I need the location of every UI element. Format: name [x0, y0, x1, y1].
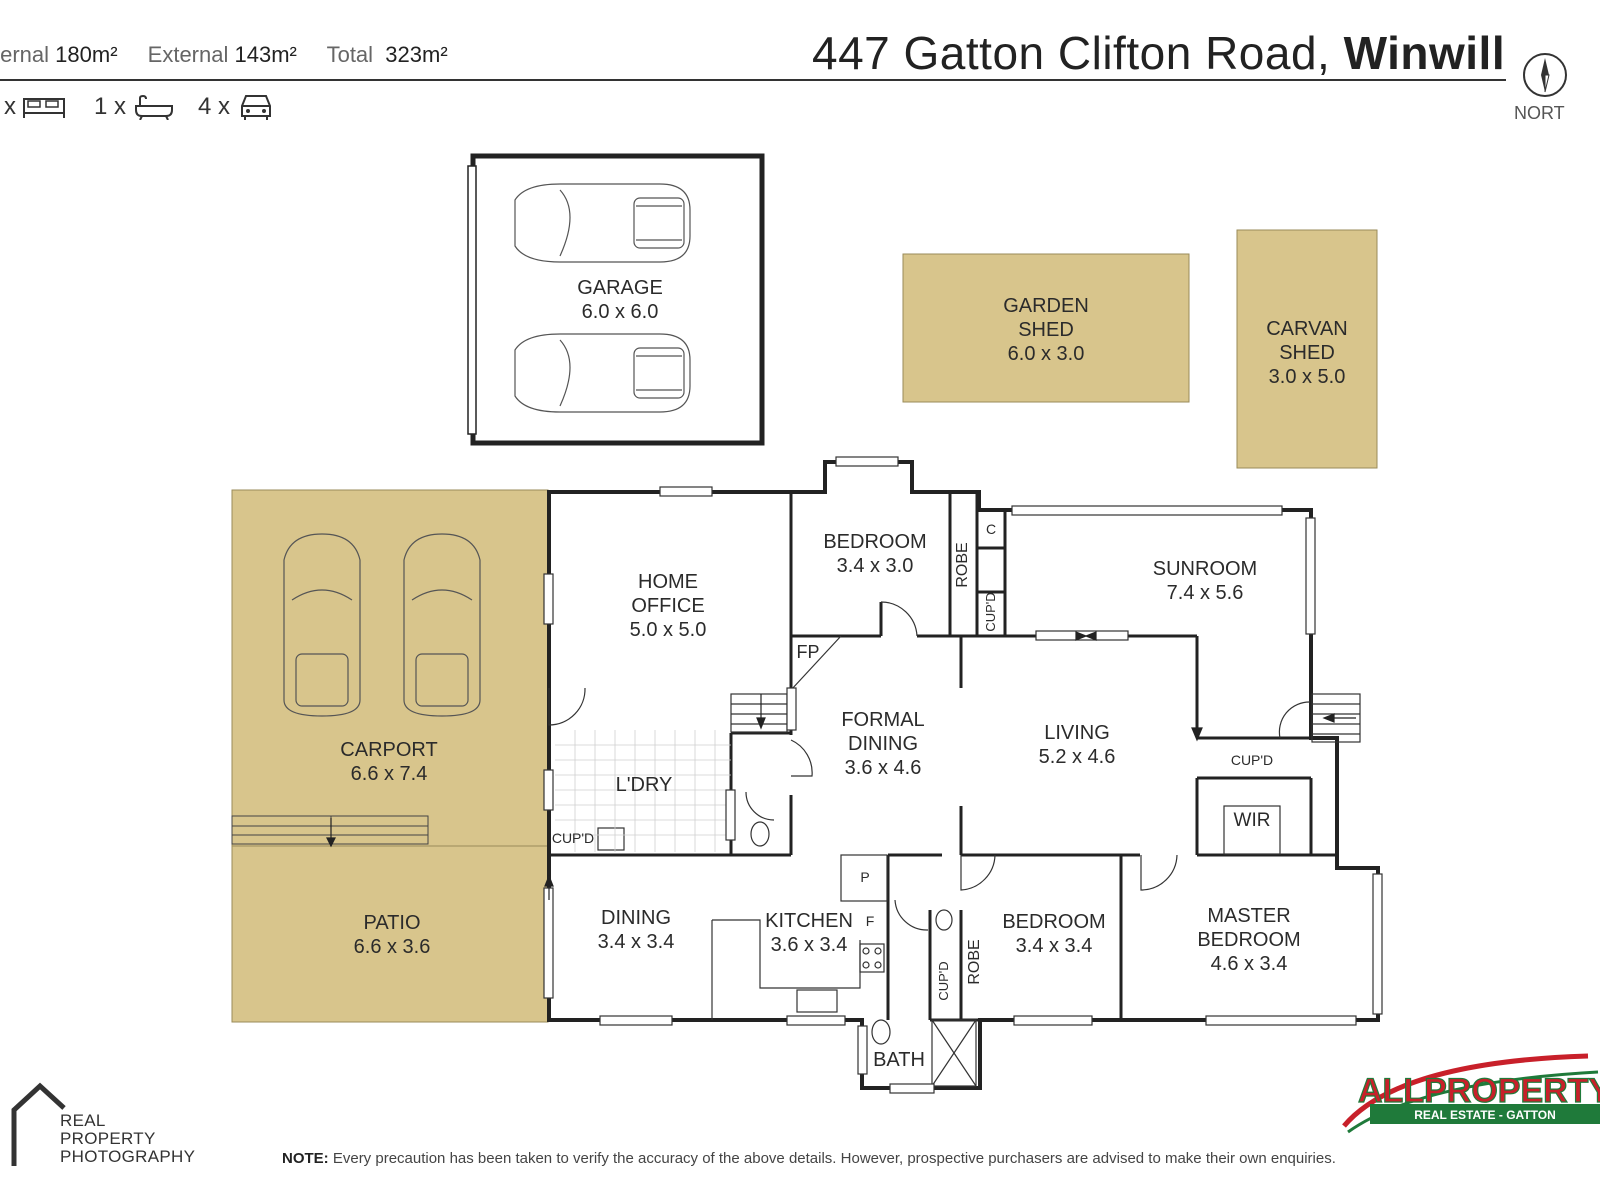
room-laundry: L'DRY	[615, 774, 673, 796]
label-pantry: P	[860, 869, 870, 885]
real-property-photography-logo-icon	[11, 1082, 66, 1166]
disclaimer-note: NOTE: Every precaution has been taken to…	[282, 1150, 1336, 1167]
label-robe-mid: ROBE	[966, 939, 983, 985]
agency-name: ALLPROPERTY	[1358, 1072, 1600, 1110]
photographer-credit: REAL PROPERTY PHOTOGRAPHY	[60, 1111, 196, 1166]
header-rule	[0, 79, 1506, 81]
flow-arrows	[326, 631, 1356, 900]
features-row: x 1 x 4 x	[4, 92, 276, 122]
car-icon	[241, 95, 272, 120]
garden-shed-area	[902, 253, 1190, 403]
fixtures	[597, 635, 1361, 1087]
car-count: 4 x	[198, 93, 231, 120]
bed-count: x	[4, 93, 16, 120]
bath-count: 1 x	[94, 93, 127, 120]
total-area-value: 323m²	[385, 42, 448, 67]
label-wir: WIR	[1233, 810, 1271, 831]
carport-car-icon	[403, 533, 481, 717]
carport-car-icon	[283, 533, 361, 717]
external-area-label: External	[147, 42, 229, 67]
agency-subtitle: REAL ESTATE - GATTON	[1414, 1108, 1556, 1122]
garage-car-icon	[514, 183, 691, 263]
external-area-value: 143m²	[234, 42, 297, 67]
label-c: C	[985, 521, 997, 537]
address-suburb: Winwill	[1343, 27, 1506, 79]
carport-area	[231, 489, 549, 847]
laundry-tiles	[555, 730, 731, 852]
north-label: NORT	[1514, 103, 1565, 123]
area-summary: ternal 180m² External 143m² Total 323m²	[0, 42, 448, 68]
label-robe-top: ROBE	[954, 542, 971, 588]
door-swings	[548, 601, 1311, 931]
label-cupd-laundry: CUP'D	[551, 830, 595, 846]
house-walls	[547, 460, 1380, 1090]
property-address: 447 Gatton Clifton Road, Winwill	[812, 26, 1505, 80]
label-cupd-top: CUP'D	[983, 592, 998, 632]
bed-icon	[23, 98, 65, 118]
label-cupd-hall: CUP'D	[936, 961, 951, 1001]
carvan-shed-area	[1236, 229, 1378, 469]
internal-area-label: ternal	[0, 42, 50, 67]
patio-area	[231, 845, 549, 1023]
address-street: 447 Gatton Clifton Road,	[812, 27, 1331, 79]
internal-area-value: 180m²	[55, 42, 118, 67]
interior-walls	[549, 492, 1337, 1022]
label-fireplace: FP	[796, 642, 820, 662]
total-area-label: Total	[326, 42, 374, 67]
north-arrow-icon	[1523, 53, 1567, 97]
room-bath: BATH	[873, 1049, 925, 1071]
garage-car-icon	[514, 333, 691, 413]
bath-icon	[135, 94, 174, 120]
label-cupd-sunroom: CUP'D	[1230, 752, 1274, 768]
all-property-logo-icon: REAL ESTATE - GATTON ALLPROPERTY	[1342, 1053, 1600, 1134]
label-fridge: F	[865, 913, 875, 929]
